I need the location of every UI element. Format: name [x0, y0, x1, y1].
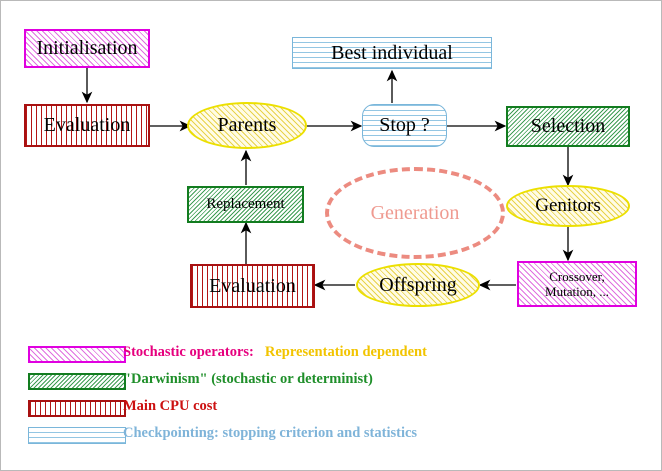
node-stop[interactable]: Stop ? [362, 104, 447, 147]
node-genitors-label: Genitors [535, 195, 601, 217]
node-best-individual-label: Best individual [331, 41, 453, 64]
node-initialisation-label: Initialisation [36, 37, 138, 60]
node-replacement-label: Replacement [206, 195, 285, 212]
legend-label-checkpointing: Checkpointing: stopping criterion and st… [123, 425, 418, 441]
node-genitors[interactable]: Genitors [506, 185, 630, 227]
node-parents-label: Parents [217, 114, 277, 137]
node-operators-label: Crossover, Mutation, ... [545, 268, 609, 299]
legend-swatch-green-diagonal-hatch [28, 373, 126, 390]
node-stop-label: Stop ? [379, 114, 430, 137]
node-generation: Generation [325, 167, 505, 259]
node-replacement[interactable]: Replacement [187, 186, 304, 223]
legend-label-darwinism: "Darwinism" (stochastic or determinist) [123, 371, 373, 387]
node-selection[interactable]: Selection [506, 106, 630, 147]
legend-swatch-magenta-diagonal-hatch [28, 346, 126, 363]
legend-label-main-cpu-cost: Main CPU cost [123, 398, 218, 414]
node-evaluation-top-label: Evaluation [43, 114, 131, 137]
node-evaluation-top[interactable]: Evaluation [24, 104, 150, 147]
node-selection-label: Selection [530, 115, 606, 138]
node-operators[interactable]: Crossover, Mutation, ... [517, 261, 637, 307]
node-parents[interactable]: Parents [187, 102, 307, 149]
legend-label-extra: Representation dependent [264, 344, 427, 360]
node-generation-label: Generation [370, 201, 460, 224]
legend-swatch-blue-horizontal-hatch [28, 427, 126, 444]
node-offspring-label: Offspring [379, 273, 457, 296]
node-offspring[interactable]: Offspring [356, 263, 480, 307]
node-initialisation[interactable]: Initialisation [24, 29, 150, 68]
legend-swatch-red-vertical-hatch [28, 400, 126, 417]
node-evaluation-bottom-label: Evaluation [209, 274, 296, 297]
node-best-individual[interactable]: Best individual [292, 37, 492, 69]
legend-label-main: Stochastic operators: [123, 344, 254, 360]
legend-label-stochastic-operators: Stochastic operators: Representation depe… [123, 344, 427, 361]
node-evaluation-bottom[interactable]: Evaluation [190, 264, 315, 308]
